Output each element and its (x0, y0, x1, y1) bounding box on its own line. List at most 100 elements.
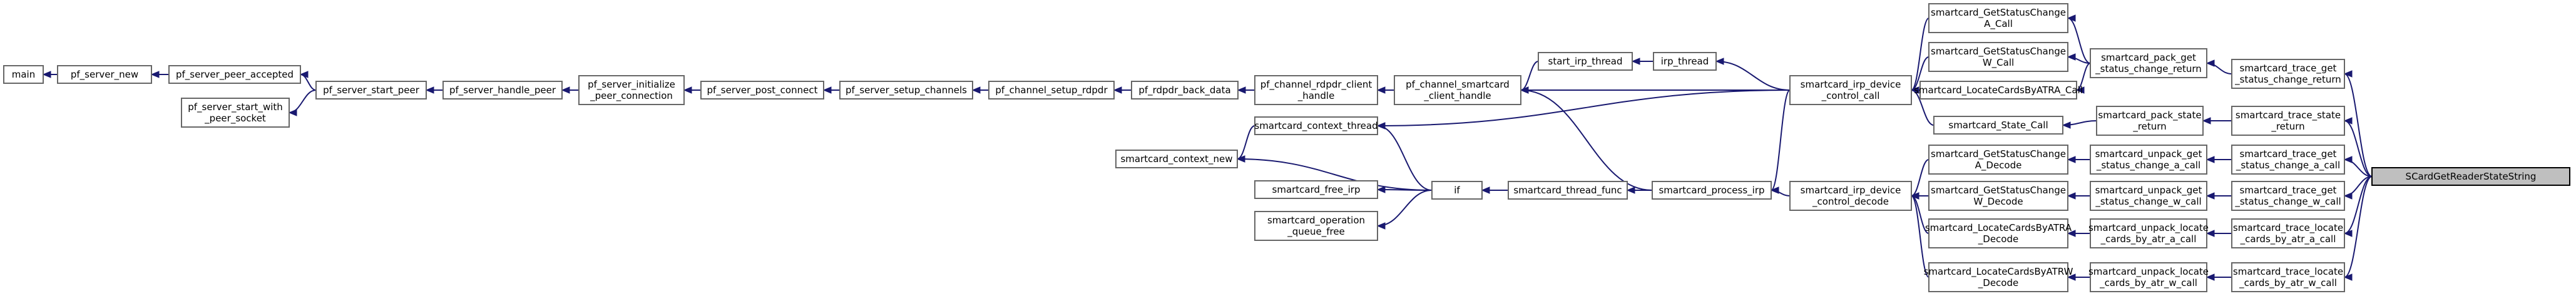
node-box (578, 75, 685, 105)
edge-smartcard-trace-locate-cards-by-atr-a-call-to-smartcard-unpack-locate-cards-by-atr-a-call (2205, 230, 2232, 237)
node-label: _queue_free (1287, 226, 1345, 238)
node-smartcard-locatecardsbyatra-call[interactable]: smartcard_LocateCardsByATRA_Call (1914, 81, 2083, 99)
edge-smartcard-locatecardsbyatrw-decode-to-smartcard-irp-device-control-decode (1910, 192, 1929, 278)
edge-pf-rdpdr-back-data-to-pf-channel-setup-rdpdr (1113, 86, 1132, 94)
node-box (1254, 180, 1378, 199)
node-label: pf_server_start_with (188, 101, 283, 113)
graph-nodes: main pf_server_new pf_server_peer_accepted… (3, 3, 2570, 292)
node-smartcard-pack-state-return[interactable]: smartcard_pack_state_return (2096, 106, 2204, 136)
node-box (2096, 106, 2204, 136)
node-pf-server-peer-accepted[interactable]: pf_server_peer_accepted (168, 65, 301, 84)
node-box (3, 65, 44, 84)
node-box (57, 65, 152, 84)
node-box (839, 81, 973, 99)
node-smartcard-state-call[interactable]: smartcard_State_Call (1933, 116, 2063, 135)
node-smartcard-trace-get-status-change-return[interactable]: smartcard_trace_get_status_change_return (2231, 59, 2345, 89)
node-smartcard-irp-device-control-call[interactable]: smartcard_irp_device_control_call (1789, 75, 1912, 105)
node-box (2090, 218, 2207, 248)
node-smartcard-trace-get-status-change-w-call[interactable]: smartcard_trace_get_status_change_w_call (2231, 181, 2345, 211)
node-smartcard-context-thread[interactable]: smartcard_context_thread (1254, 116, 1378, 135)
node-box (1919, 81, 2077, 99)
node-main[interactable]: main (3, 65, 44, 84)
node-box (1394, 75, 1521, 105)
node-pf-server-handle-peer[interactable]: pf_server_handle_peer (442, 81, 563, 99)
node-smartcard-thread-func[interactable]: smartcard_thread_func (1508, 181, 1628, 200)
node-label: pf_server_setup_channels (846, 84, 967, 96)
node-label: SCardGetReaderStateString (2406, 171, 2537, 182)
node-smartcard-unpack-locate-cards-by-atr-a-call[interactable]: smartcard_unpack_locate_cards_by_atr_a_c… (2088, 218, 2209, 248)
node-if[interactable]: if (1431, 181, 1483, 200)
edge-smartcard-pack-get-status-change-return-to-smartcard-getstatuschangea-call (2067, 14, 2091, 64)
node-label: smartcard_free_irp (1272, 184, 1361, 196)
node-label: pf_channel_smartcard (1406, 79, 1510, 91)
node-smartcard-operation-queue-free[interactable]: smartcard_operation_queue_free (1254, 211, 1378, 241)
edge-pf-channel-setup-rdpdr-to-pf-server-setup-channels (971, 86, 989, 94)
node-start-irp-thread[interactable]: start_irp_thread (1538, 52, 1633, 71)
node-smartcard-trace-locate-cards-by-atr-w-call[interactable]: smartcard_trace_locate_cards_by_atr_w_ca… (2231, 262, 2345, 292)
node-pf-channel-setup-rdpdr[interactable]: pf_channel_setup_rdpdr (988, 81, 1115, 99)
node-label: smartcard_context_new (1120, 153, 1232, 165)
node-smartcard-process-irp[interactable]: smartcard_process_irp (1652, 181, 1772, 200)
node-smartcard-unpack-locate-cards-by-atr-w-call[interactable]: smartcard_unpack_locate_cards_by_atr_w_c… (2088, 262, 2209, 292)
node-smartcard-free-irp[interactable]: smartcard_free_irp (1254, 180, 1378, 199)
node-label: _status_change_w_call (2234, 196, 2341, 208)
node-smartcard-trace-locate-cards-by-atr-a-call[interactable]: smartcard_trace_locate_cards_by_atr_a_ca… (2231, 218, 2345, 248)
edge-pf-channel-rdpdr-client-handle-to-pf-rdpdr-back-data (1237, 86, 1255, 94)
node-pf-server-start-peer[interactable]: pf_server_start_peer (315, 81, 427, 99)
node-smartcard-locatecardsbyatrw-decode[interactable]: smartcard_LocateCardsByATRW_Decode (1924, 262, 2073, 292)
node-smartcard-irp-device-control-decode[interactable]: smartcard_irp_device_control_decode (1789, 181, 1912, 211)
node-label: smartcard_process_irp (1659, 185, 1764, 196)
node-smartcard-pack-get-status-change-return[interactable]: smartcard_pack_get_status_change_return (2090, 48, 2207, 78)
node-pf-rdpdr-back-data[interactable]: pf_rdpdr_back_data (1131, 81, 1239, 99)
edge-scardgetreaderstatestring-to-smartcard-trace-get-status-change-a-call (2343, 156, 2373, 177)
node-box (1928, 42, 2068, 72)
node-smartcard-trace-get-status-change-a-call[interactable]: smartcard_trace_get_status_change_a_call (2231, 145, 2345, 175)
node-pf-channel-smartcard-client-handle[interactable]: pf_channel_smartcard_client_handle (1394, 75, 1521, 105)
node-box (2231, 145, 2345, 175)
node-label: smartcard_GetStatusChange (1931, 185, 2066, 196)
node-label: _control_decode (1812, 196, 1889, 208)
edge-smartcard-unpack-locate-cards-by-atr-a-call-to-smartcard-locatecardsbyatra-decode (2067, 230, 2090, 237)
node-box (2090, 48, 2207, 78)
node-label: _handle (1297, 90, 1335, 102)
node-pf-server-initialize-peer-connection[interactable]: pf_server_initialize_peer_connection (578, 75, 685, 105)
node-label: smartcard_irp_device (1801, 79, 1901, 91)
node-label: _status_change_w_call (2095, 196, 2201, 208)
node-label: if (1454, 185, 1460, 196)
node-smartcard-locatecardsbyatra-decode[interactable]: smartcard_LocateCardsByATRA_Decode (1925, 218, 2072, 248)
node-box (2090, 145, 2207, 175)
node-pf-server-setup-channels[interactable]: pf_server_setup_channels (839, 81, 973, 99)
node-label: _peer_socket (204, 113, 266, 125)
edge-smartcard-getstatuschangea-decode-to-smartcard-irp-device-control-decode (1910, 159, 1929, 200)
node-smartcard-context-new[interactable]: smartcard_context_new (1115, 150, 1238, 168)
node-box (2371, 167, 2570, 186)
node-smartcard-trace-state-return[interactable]: smartcard_trace_state_return (2231, 106, 2345, 136)
node-label: smartcard_pack_get (2101, 52, 2196, 64)
node-smartcard-unpack-get-status-change-w-call[interactable]: smartcard_unpack_get_status_change_w_cal… (2090, 181, 2207, 211)
node-pf-server-post-connect[interactable]: pf_server_post_connect (700, 81, 824, 99)
node-pf-server-new[interactable]: pf_server_new (57, 65, 152, 84)
node-scardgetreaderstatestring[interactable]: SCardGetReaderStateString (2371, 167, 2570, 186)
edge-smartcard-trace-locate-cards-by-atr-w-call-to-smartcard-unpack-locate-cards-by-atr-w-call (2205, 273, 2232, 281)
edge-if-to-smartcard-operation-queue-free (1376, 190, 1433, 230)
node-label: _peer_connection (590, 90, 673, 102)
node-box (1254, 116, 1378, 135)
graph-edges (42, 14, 2373, 281)
node-box (2090, 181, 2207, 211)
edge-smartcard-trace-state-return-to-smartcard-pack-state-return (2202, 117, 2232, 125)
node-irp-thread[interactable]: irp_thread (1653, 52, 1717, 71)
node-pf-channel-rdpdr-client-handle[interactable]: pf_channel_rdpdr_client_handle (1254, 75, 1378, 105)
node-label: irp_thread (1661, 56, 1709, 68)
edge-pf-server-handle-peer-to-pf-server-start-peer (425, 86, 443, 94)
node-box (1933, 116, 2063, 135)
node-smartcard-unpack-get-status-change-a-call[interactable]: smartcard_unpack_get_status_change_a_cal… (2090, 145, 2207, 175)
node-pf-server-start-with-peer-socket[interactable]: pf_server_start_with_peer_socket (181, 98, 290, 128)
edge-pf-server-initialize-peer-connection-to-pf-server-handle-peer (561, 86, 579, 94)
edge-pf-server-start-peer-to-pf-server-start-with-peer-socket (288, 89, 317, 116)
node-label: smartcard_LocateCardsByATRA_Call (1914, 84, 2083, 96)
node-box (2231, 181, 2345, 211)
